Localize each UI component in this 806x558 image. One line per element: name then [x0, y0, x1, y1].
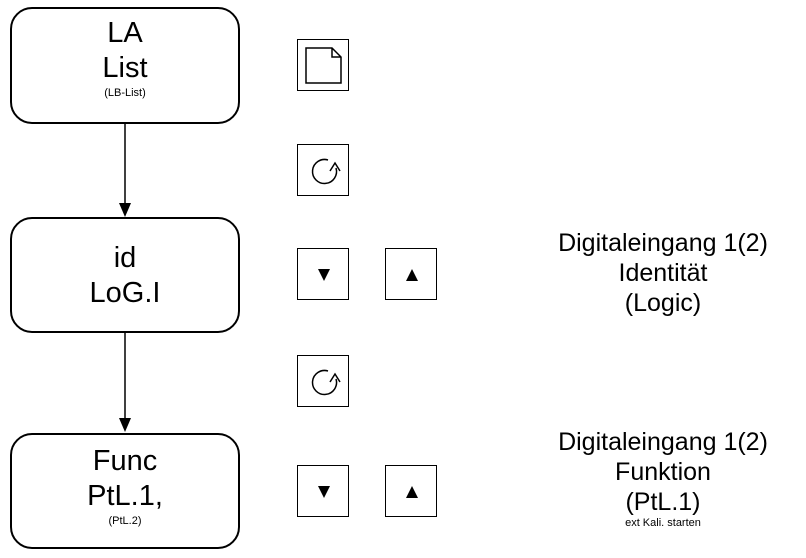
- down-triangle-icon: [318, 486, 330, 498]
- box-la-list-sub: (LB-List): [104, 87, 146, 99]
- cycle-button-1[interactable]: [297, 144, 349, 196]
- down-button-2[interactable]: [297, 465, 349, 517]
- box-id-logi-line1: id: [113, 242, 137, 274]
- up-button-2[interactable]: [385, 465, 437, 517]
- description-funktion: Digitaleingang 1(2) Funktion (PtL.1) ext…: [520, 427, 806, 529]
- page-icon: [305, 47, 342, 84]
- description-funktion-line1: Digitaleingang 1(2): [558, 428, 768, 456]
- description-identitaet-line1: Digitaleingang 1(2): [558, 229, 768, 257]
- box-id-logi-line2: LoG.I: [89, 277, 161, 309]
- box-func-ptl-line2: PtL.1,: [87, 480, 163, 512]
- page-button[interactable]: [297, 39, 349, 91]
- down-triangle-icon: [318, 269, 330, 281]
- up-triangle-icon: [406, 269, 418, 281]
- down-button-1[interactable]: [297, 248, 349, 300]
- cycle-arrow-icon: [311, 369, 341, 396]
- up-triangle-icon: [406, 486, 418, 498]
- arrow-1-head: [119, 203, 131, 217]
- description-funktion-line2: Funktion: [615, 458, 711, 486]
- description-identitaet-line3: (Logic): [624, 289, 702, 317]
- box-la-list-line1: LA: [107, 17, 143, 49]
- cycle-arrow-icon: [311, 158, 341, 185]
- description-funktion-line3: (PtL.1): [625, 488, 701, 516]
- description-funktion-small: ext Kali. starten: [625, 517, 701, 529]
- cycle-button-2[interactable]: [297, 355, 349, 407]
- box-func-ptl: Func PtL.1, (PtL.2): [10, 433, 240, 549]
- box-func-ptl-sub: (PtL.2): [108, 515, 142, 527]
- box-la-list-line2: List: [102, 52, 148, 84]
- box-id-logi: id LoG.I: [10, 217, 240, 333]
- box-func-ptl-line1: Func: [92, 445, 158, 477]
- up-button-1[interactable]: [385, 248, 437, 300]
- description-identitaet: Digitaleingang 1(2) Identität (Logic): [520, 228, 806, 318]
- description-identitaet-line2: Identität: [618, 259, 708, 287]
- box-la-list: LA List (LB-List): [10, 7, 240, 124]
- arrow-2-head: [119, 418, 131, 432]
